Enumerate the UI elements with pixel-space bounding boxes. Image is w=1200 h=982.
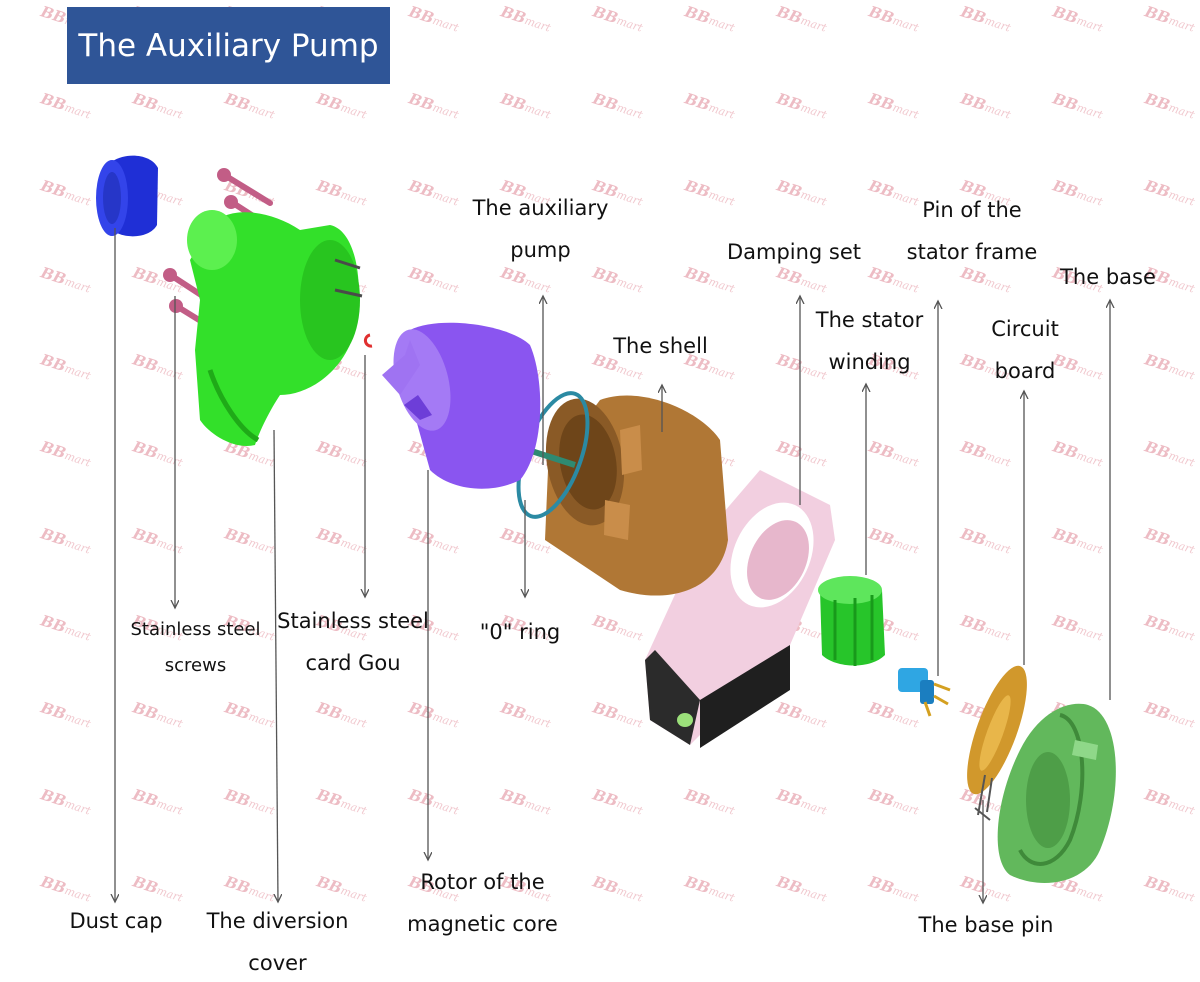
damping-set-part	[645, 470, 835, 748]
label-circuit-board: Circuit board	[991, 317, 1059, 383]
title-banner: The Auxiliary Pump	[67, 7, 390, 84]
label-diversion-cover: The diversion cover	[206, 909, 349, 975]
diversion-cover-part	[187, 210, 363, 446]
leader-diversion-cover	[273, 429, 278, 902]
page-title: The Auxiliary Pump	[78, 27, 379, 64]
leader-lines	[115, 228, 1110, 903]
card-gou-part	[363, 333, 373, 348]
stator-winding-part	[818, 576, 885, 666]
label-stator-pin: Pin of the stator frame	[906, 198, 1038, 264]
label-dust-cap: Dust cap	[69, 909, 163, 933]
shell-part	[545, 395, 728, 596]
screws-part	[163, 168, 281, 339]
rotor-part	[382, 322, 541, 489]
label-o-ring: "0" ring	[479, 620, 561, 644]
label-base: The base	[1060, 265, 1156, 289]
label-card-gou: Stainless steel card Gou	[277, 609, 429, 675]
label-stainless-screws: Stainless steel screws	[130, 619, 261, 676]
base-part	[997, 703, 1116, 883]
label-shell: The shell	[613, 334, 708, 358]
circuit-board-part	[967, 665, 1027, 821]
label-base-pin: The base pin	[918, 913, 1054, 937]
label-stator-winding: The stator winding	[815, 308, 924, 374]
label-auxiliary-pump: The auxiliary pump	[472, 196, 609, 262]
label-damping-set: Damping set	[726, 240, 862, 264]
dust-cap-part	[96, 155, 158, 237]
stator-pin-part	[898, 668, 951, 717]
label-rotor: Rotor of the magnetic core	[407, 870, 558, 936]
